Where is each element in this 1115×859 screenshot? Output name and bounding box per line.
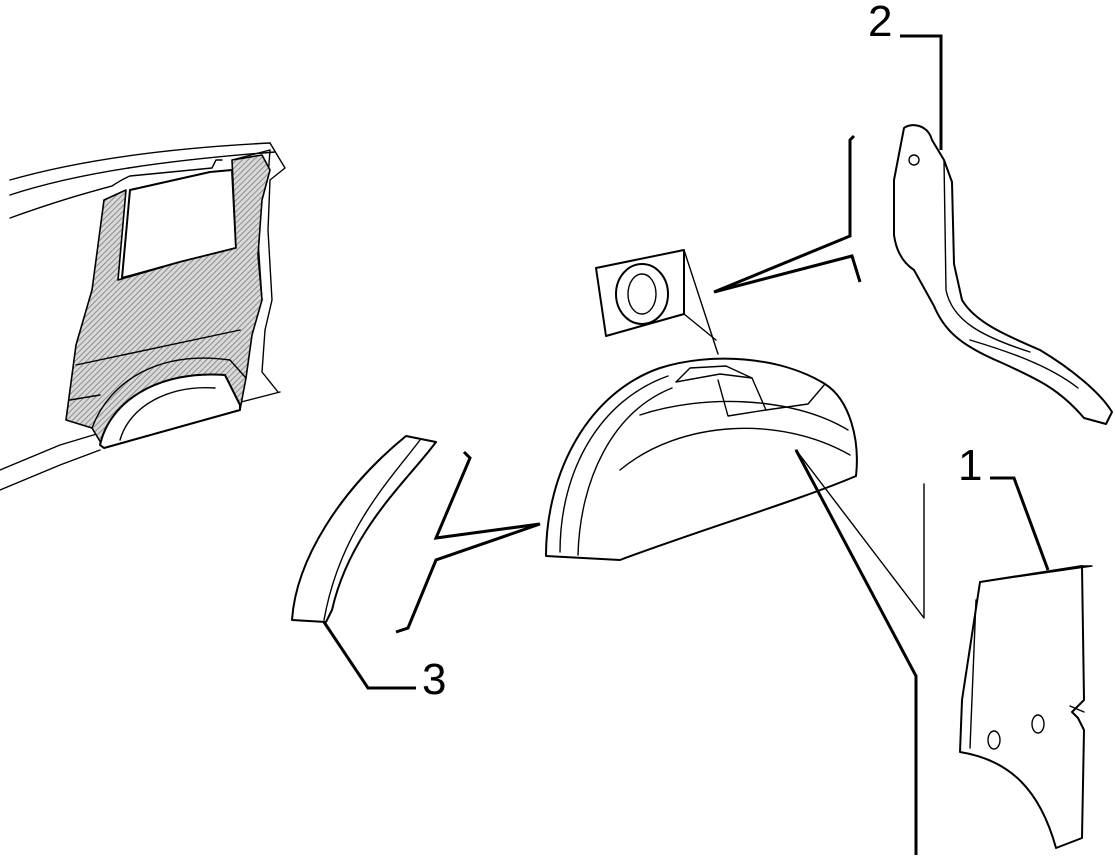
wheelhouse-cap-piece	[595, 249, 719, 355]
leader-wheelhouse	[794, 449, 918, 855]
bracket-2	[713, 134, 862, 294]
leader-1	[990, 476, 1050, 571]
leader-3	[322, 621, 416, 690]
part-1-panel	[959, 565, 1093, 849]
leader-2	[900, 34, 943, 150]
bracket-3	[395, 450, 541, 634]
car-body-side	[0, 142, 286, 491]
callout-1: 1	[958, 441, 982, 490]
callout-3: 3	[422, 655, 446, 704]
bracket-1	[795, 449, 925, 619]
part-2-panel	[893, 124, 1113, 425]
wheelhouse-assembly	[545, 357, 858, 561]
leader-lines	[322, 34, 1050, 855]
callout-2: 2	[868, 0, 892, 46]
part-3-strip	[291, 435, 437, 623]
